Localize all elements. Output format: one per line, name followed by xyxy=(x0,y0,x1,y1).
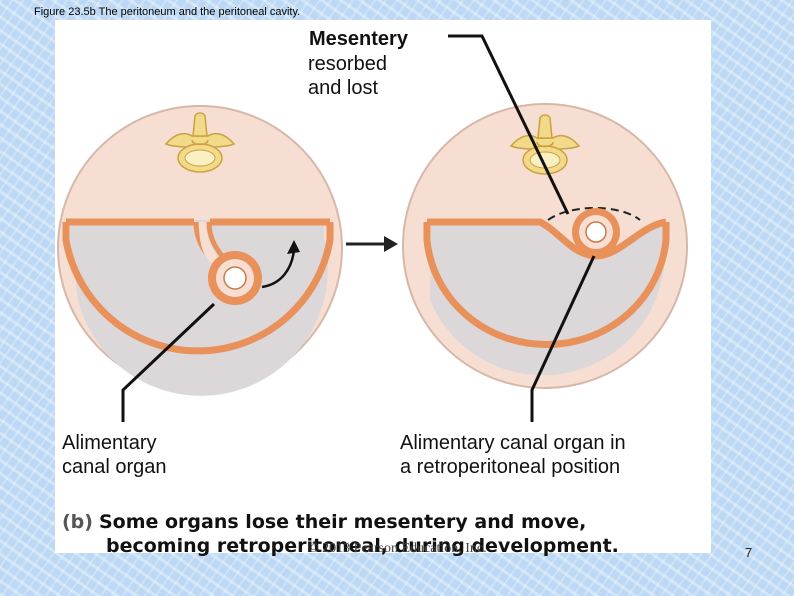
caption-line1: Some organs lose their mesentery and mov… xyxy=(98,511,587,533)
leader-right-organ xyxy=(530,255,596,422)
copyright-notice: © 2013 Pearson Education, Inc. xyxy=(308,541,487,556)
leader-lines xyxy=(121,34,596,422)
mesentery-label-line2: resorbed xyxy=(308,53,387,75)
left-organ-label-line2: canal organ xyxy=(62,456,167,478)
caption-tag: (b) xyxy=(62,511,93,533)
caption-line2: becoming retroperitoneal, during develop… xyxy=(106,535,619,557)
figure-title: Figure 23.5b The peritoneum and the peri… xyxy=(34,6,301,18)
leader-left-organ xyxy=(121,302,216,422)
left-cross-section xyxy=(57,105,343,396)
figure-caption: (b)Some organs lose their mesentery and … xyxy=(62,510,702,558)
left-organ-label-line1: Alimentary xyxy=(62,432,157,454)
left-peritoneal-cavity xyxy=(70,220,328,396)
movement-arrow xyxy=(261,249,296,289)
page-number: 7 xyxy=(745,545,753,560)
left-parietal-peritoneum xyxy=(62,222,334,355)
right-cross-section xyxy=(402,103,688,389)
right-peritoneal-cavity xyxy=(430,222,665,376)
right-organ-lumen xyxy=(585,221,607,243)
left-mesentery xyxy=(199,222,219,264)
right-organ-label-line2: a retroperitoneal position xyxy=(400,456,621,478)
right-parietal-peritoneum xyxy=(423,222,670,348)
left-organ-lumen xyxy=(223,266,247,290)
leader-mesentery xyxy=(448,34,570,215)
mesentery-label: Mesentery xyxy=(309,28,408,50)
right-organ-label-line1: Alimentary canal organ in xyxy=(400,432,626,454)
transition-arrow xyxy=(346,236,398,252)
mesentery-label-line3: and lost xyxy=(308,77,379,99)
